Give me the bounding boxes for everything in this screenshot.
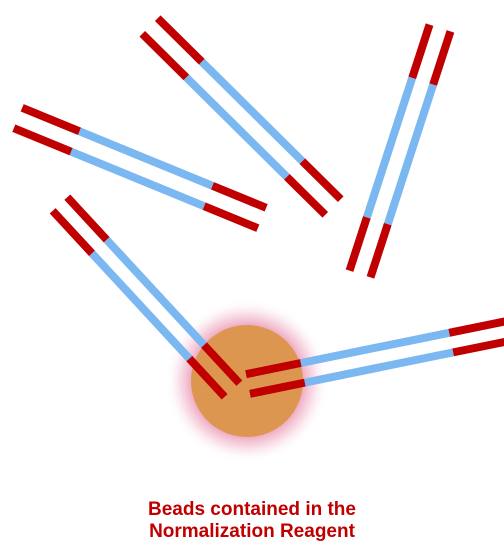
caption-line-1: Beads contained in the bbox=[0, 499, 504, 521]
strand-left-horizontal-a-cap-end bbox=[213, 186, 267, 208]
caption-line-2: Normalization Reagent bbox=[0, 521, 504, 543]
strand-top-right-b-cap-end bbox=[350, 217, 367, 270]
strand-left-horizontal-a-middle bbox=[80, 131, 213, 185]
strand-left-horizontal-b-cap-end bbox=[204, 206, 258, 228]
strand-left-horizontal-b-cap-start bbox=[14, 128, 71, 152]
strand-top-right-b-cap-start bbox=[412, 25, 429, 78]
strand-top-center bbox=[142, 18, 340, 215]
bound-strands-group bbox=[53, 197, 504, 397]
strand-top-right-a-cap-end bbox=[370, 224, 387, 277]
strand-left-horizontal-b-middle bbox=[71, 152, 204, 206]
strand-bound-left-b-middle bbox=[92, 253, 189, 358]
strand-top-right-a-cap-start bbox=[433, 31, 450, 84]
strand-bound-left-a-middle bbox=[107, 240, 204, 345]
strand-top-right-a-middle bbox=[388, 85, 433, 224]
strand-bound-right-a-cap-end bbox=[449, 321, 504, 333]
strand-bound-right-b-cap-end bbox=[453, 341, 504, 353]
strand-left-horizontal bbox=[14, 108, 266, 228]
strand-top-right bbox=[350, 25, 451, 278]
strand-left-horizontal-a-cap-start bbox=[22, 108, 79, 132]
strand-top-right-b-middle bbox=[367, 78, 412, 217]
